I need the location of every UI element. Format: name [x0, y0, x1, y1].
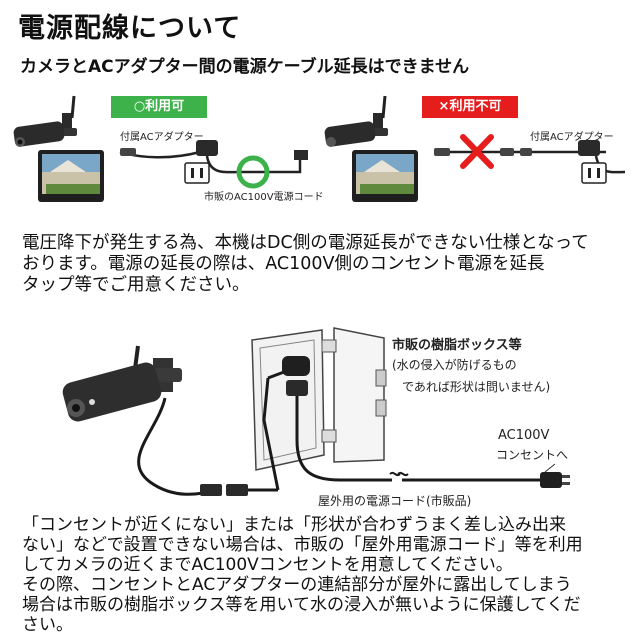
usable-badge: ○利用可 — [111, 96, 207, 118]
ac100v-label: AC100V — [498, 428, 550, 443]
paragraph-line: その際、コンセントとACアダプターの連結部分が屋外に露出してしまう — [22, 575, 572, 595]
paragraph-line: 「コンセントが近くにない」または「形状が合わずうまく差し込み出来 — [22, 515, 566, 535]
unusable-badge: ×利用不可 — [422, 96, 518, 118]
ac-adapter-icon — [262, 356, 310, 491]
box-note-line1: (水の侵入が防げるもの — [392, 358, 517, 372]
outdoor-cord — [295, 396, 392, 482]
camera-icon — [13, 95, 77, 147]
power-plug-icon — [184, 150, 308, 184]
monitor-icon — [38, 150, 104, 202]
page-title: 電源配線について — [18, 13, 242, 44]
camera-cable — [137, 397, 219, 496]
ok-circle-icon — [236, 155, 270, 189]
ok-cord-label: 市販のAC100V電源コード — [204, 192, 324, 203]
paragraph-outdoor-cord: 「コンセントが近くにない」または「形状が合わずうまく差し込み出来 ない」などで設… — [22, 515, 632, 635]
paragraph-line: さい。 — [22, 615, 73, 635]
dc-connector — [200, 484, 278, 496]
page-subtitle: カメラとACアダプター間の電源ケーブル延長はできません — [20, 57, 470, 77]
outlet-label: コンセントへ — [496, 448, 569, 462]
paragraph-line: してカメラの近くまでAC100Vコンセントを用意してください。 — [22, 555, 513, 575]
paragraph-line: おります。電源の延長の際は、AC100V側のコンセント電源を延長 — [22, 254, 545, 274]
ac-adapter-icon — [119, 140, 241, 174]
box-note-line2: であれば形状は問いません) — [402, 380, 551, 394]
paragraph-line: 場合は市販の樹脂ボックス等を用いて水の浸入が無いように保護してくだ — [22, 595, 581, 615]
ok-adapter-label: 付属ACアダプター — [120, 132, 204, 143]
paragraph-line: ない」などで設置できない場合は、市販の「屋外用電源コード」等を利用 — [22, 535, 583, 555]
resin-box-icon — [251, 327, 387, 471]
paragraph-line: 電圧降下が発生する為、本機はDC側の電源延長ができない仕様となって — [22, 233, 589, 253]
monitor-icon — [352, 150, 418, 202]
power-plug-icon — [540, 472, 570, 488]
ng-cross-icon — [460, 134, 494, 169]
box-title-label: 市販の樹脂ボックス等 — [392, 338, 522, 353]
camera-icon — [324, 95, 388, 147]
camera-icon — [62, 345, 182, 422]
ng-adapter-label: 付属ACアダプター — [530, 132, 614, 143]
outdoor-cord-label: 屋外用の電源コード(市販品) — [318, 494, 472, 508]
paragraph-line: タップ等でご用意ください。 — [22, 275, 250, 295]
paragraph-voltage-drop: 電圧降下が発生する為、本機はDC側の電源延長ができない仕様となって おります。電… — [22, 233, 632, 296]
power-plug-icon — [581, 162, 607, 184]
